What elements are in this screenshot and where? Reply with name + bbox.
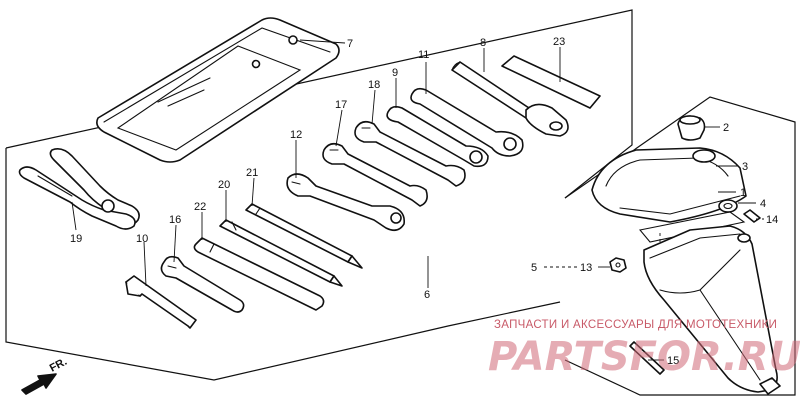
screwdriver-handle [193,237,325,311]
leader-lines [71,39,764,361]
screw [743,209,761,223]
callout-9: 9 [392,67,398,79]
callout-17: 17 [335,99,347,111]
lid-knob [692,149,716,163]
callout-10: 10 [136,233,148,245]
wrench-9 [386,105,489,168]
callout-20: 20 [218,179,230,191]
front-direction-arrow [21,373,57,395]
callout-23: 23 [553,36,565,48]
callout-labels: 7 11 8 23 18 9 17 12 19 20 21 22 16 10 6… [48,36,778,375]
callout-8: 8 [480,37,486,49]
tool-case-body [643,225,781,395]
callout-2: 2 [723,122,729,134]
watermark: ЗАПЧАСТИ И АКСЕССУАРЫ ДЛЯ МОТОТЕХНИКИ PA… [488,319,800,380]
callout-15: 15 [667,355,679,367]
grommet [718,199,738,213]
callout-18: 18 [368,79,380,91]
callout-14: 14 [766,214,778,226]
callout-3: 3 [742,161,748,173]
wrench-17 [322,142,428,207]
watermark-subtitle: ЗАПЧАСТИ И АКСЕССУАРЫ ДЛЯ МОТОТЕХНИКИ [494,319,777,331]
direction-label: FR. [48,356,69,375]
pliers [18,148,140,230]
callout-4: 4 [760,198,766,210]
rubber-cap [677,115,706,141]
callout-12: 12 [290,129,302,141]
callout-16: 16 [169,214,181,226]
wrench-12 [286,173,406,232]
screwdriver-21 [245,203,363,269]
bolt [629,341,665,375]
callout-1: 1 [740,187,746,199]
box-spanner [451,61,569,137]
wrench-11 [410,87,524,157]
callout-22: 22 [194,201,206,213]
tool-kit-frame-bottom [5,148,561,381]
tool-kit-frame [5,9,633,199]
callout-13: 13 [580,262,592,274]
wrench-18 [354,120,466,187]
callout-11: 11 [418,49,429,61]
nut [609,257,627,273]
case-frame [564,96,796,396]
callout-5: 5 [531,262,537,274]
screwdriver-20 [219,219,343,287]
hex-key [125,275,197,329]
tool-case-lid [591,147,747,223]
watermark-brand: PARTSFOR.RU [488,334,800,380]
tool-bag [96,17,340,163]
case-seal [638,211,746,243]
callout-19: 19 [70,233,82,245]
handle-bar [501,55,601,109]
callout-6: 6 [424,289,430,301]
callout-21: 21 [246,167,258,179]
callout-7: 7 [347,38,353,50]
